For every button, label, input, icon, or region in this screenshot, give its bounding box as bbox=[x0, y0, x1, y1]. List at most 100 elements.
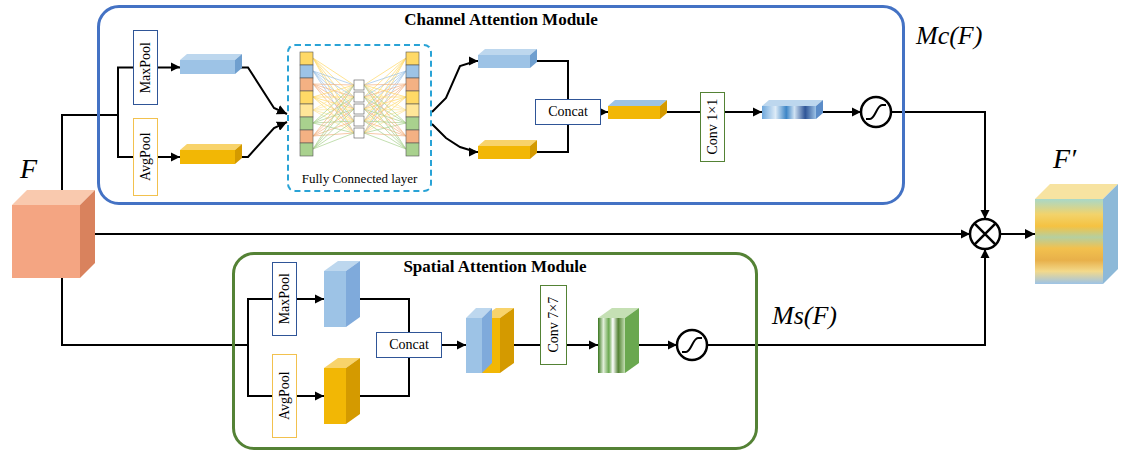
connector bbox=[62, 278, 272, 396]
maxpool-vector bbox=[180, 54, 242, 74]
arrow-head bbox=[852, 108, 861, 117]
cube-side bbox=[1103, 184, 1118, 284]
spatial-weight-map bbox=[598, 308, 639, 373]
cube-side bbox=[80, 190, 95, 278]
tensor-side bbox=[346, 261, 360, 327]
fc-weight bbox=[313, 97, 354, 149]
fc-weight bbox=[313, 85, 354, 110]
concat-box: Concat bbox=[376, 332, 442, 358]
attention-map-label: Mc(F) bbox=[916, 22, 982, 51]
sigmoid-symbol bbox=[861, 97, 891, 127]
fc-weight bbox=[313, 58, 354, 85]
tensor-top bbox=[762, 100, 823, 106]
arrow-head bbox=[961, 230, 970, 239]
tensor-side bbox=[235, 54, 242, 74]
wire bbox=[707, 249, 985, 345]
fc-neuron bbox=[406, 117, 419, 130]
cube-shape bbox=[12, 190, 95, 278]
tensor-front bbox=[324, 271, 346, 327]
module-panel: MaxPoolAvgPool Concat Conv 7×7 Spatial Atte… bbox=[232, 252, 758, 450]
fc-weight bbox=[364, 85, 406, 110]
connector bbox=[95, 233, 1035, 235]
fc-weight bbox=[313, 121, 354, 149]
fc-weight bbox=[313, 133, 354, 149]
tensor-side bbox=[530, 140, 537, 159]
fc-neuron bbox=[406, 91, 419, 104]
sigmoid-curve bbox=[866, 105, 886, 119]
fc-neuron bbox=[300, 78, 313, 91]
fc-weight bbox=[364, 85, 406, 149]
tensor-front bbox=[466, 318, 482, 373]
fc-weight bbox=[364, 71, 406, 133]
fc-neuron bbox=[406, 130, 419, 143]
fc-weight bbox=[364, 109, 406, 123]
fc-hidden-neuron bbox=[354, 104, 364, 114]
operation-box: MaxPool bbox=[133, 30, 158, 105]
connector bbox=[158, 68, 287, 115]
fc-weight bbox=[364, 97, 406, 149]
fc-neuron bbox=[406, 104, 419, 117]
connector bbox=[62, 278, 272, 345]
operation-box: Conv 1×1 bbox=[700, 92, 725, 162]
arrow-head bbox=[469, 148, 478, 157]
concat-box: Concat bbox=[535, 99, 601, 125]
operation-box: Conv 7×7 bbox=[540, 285, 567, 365]
multiply-cross bbox=[974, 223, 995, 244]
operation-label: AvgPool bbox=[277, 372, 292, 421]
feature-cube: F′ bbox=[1035, 184, 1118, 284]
tensor-front bbox=[324, 368, 346, 424]
fc-weight bbox=[364, 121, 406, 149]
arrow-head bbox=[457, 341, 466, 350]
tensor-front bbox=[478, 55, 530, 68]
fc-weight bbox=[364, 58, 406, 85]
operation-label: MaxPool bbox=[277, 273, 292, 324]
sigmoid-symbol bbox=[677, 330, 707, 360]
fc-weight bbox=[313, 58, 354, 121]
fc-weight bbox=[313, 85, 354, 136]
fc-weight bbox=[364, 84, 406, 133]
tensor-side bbox=[660, 100, 667, 119]
concat-map bbox=[482, 308, 514, 373]
tensor-front bbox=[598, 318, 625, 373]
operation-box: AvgPool bbox=[272, 354, 297, 438]
fc-weight bbox=[364, 133, 406, 149]
tensor-top bbox=[180, 54, 242, 60]
tensor-side bbox=[530, 49, 537, 68]
operation-label: AvgPool bbox=[138, 133, 153, 182]
tensor-top bbox=[478, 49, 537, 55]
fc-weight bbox=[364, 58, 406, 133]
operation-label: Conv 7×7 bbox=[546, 297, 561, 353]
sigmoid-curve bbox=[682, 338, 702, 352]
fc-neuron bbox=[300, 52, 313, 65]
fc-network bbox=[300, 52, 419, 156]
tensor-front bbox=[608, 106, 660, 119]
channel-weight-vector bbox=[762, 100, 823, 119]
fc-hidden-neuron bbox=[354, 116, 364, 126]
wire bbox=[891, 112, 985, 219]
tensor-label: F′ bbox=[1053, 144, 1076, 175]
tensor-top bbox=[180, 144, 242, 150]
operation-label: Concat bbox=[389, 337, 429, 352]
module-title: Channel Attention Module bbox=[404, 11, 598, 30]
arrow-head bbox=[981, 210, 990, 219]
tensor-side bbox=[816, 100, 823, 119]
arrow-head bbox=[668, 341, 677, 350]
fc-weight bbox=[364, 109, 406, 149]
arrow-head bbox=[171, 153, 180, 162]
operation-label: Concat bbox=[548, 104, 588, 119]
concat-vector bbox=[608, 100, 667, 119]
arrow-head bbox=[753, 108, 762, 117]
tensor-side bbox=[625, 308, 639, 373]
fc-neuron bbox=[406, 143, 419, 156]
multiply-symbol bbox=[970, 219, 1000, 249]
tensor-front bbox=[180, 60, 235, 74]
arrow-head bbox=[469, 57, 478, 66]
concat-map bbox=[466, 308, 492, 373]
fc-weight bbox=[364, 84, 406, 85]
fc-output-vector bbox=[478, 49, 537, 68]
fc-neuron bbox=[300, 117, 313, 130]
module-title: Spatial Attention Module bbox=[403, 258, 586, 277]
fc-neuron bbox=[406, 65, 419, 78]
fc-hidden-neuron bbox=[354, 92, 364, 102]
